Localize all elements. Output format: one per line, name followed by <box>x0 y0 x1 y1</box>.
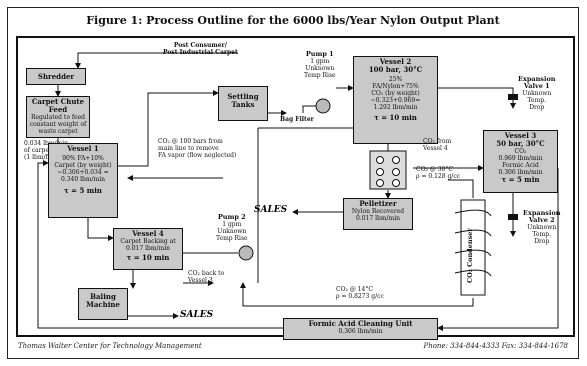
vessel3-box: Vessel 3 50 bar, 30°C CO₂ 0.969 lbm/min … <box>483 130 558 193</box>
valve1-icon <box>508 94 518 100</box>
stream-co2-condenser <box>448 179 474 198</box>
stream-v1-settling <box>118 90 219 167</box>
stream-v2-v3 <box>438 87 516 109</box>
stream-co2-main <box>257 127 353 283</box>
co2-back-label: CO₂ back to Vessel 3 <box>188 270 225 284</box>
pelletizer-box: Pelletizer Nylon Recovered 0.017 lbm/min <box>343 198 413 230</box>
pump2-icon <box>238 245 254 261</box>
stream-v1-v4 <box>87 218 114 241</box>
vessel1-box: Vessel 1 90% FA+10% Carpet (by weight) ~… <box>48 143 118 218</box>
carpet-flow-label: 0.034 lbm/min of carpet (1 lbm/ft³) <box>24 140 69 161</box>
stream-fa-return <box>37 160 283 329</box>
settling-tanks-box: Settling Tanks <box>218 86 268 121</box>
co2-30c-label: CO₂ @ 30°C ρ = 0.128 g/cc <box>416 166 461 180</box>
vessel4-box: Vessel 4 Carpet Backing at 0.017 lbm/min… <box>113 228 183 270</box>
stream-fa-cleaning <box>437 168 559 331</box>
shredder-box: Shredder <box>26 68 86 85</box>
footer-contact: Phone: 334-844-4333 Fax: 334-844-1678 <box>423 342 568 350</box>
co2-14c-label: CO₂ @ 14°C ρ = 0.8273 g/cc <box>336 286 384 300</box>
sales-pellet-label: SALES <box>254 205 288 215</box>
baling-machine-box: Baling Machine <box>78 288 128 320</box>
valve1-label: Expansion Valve 1 Unknown Temp. Drop <box>518 75 556 112</box>
pump2-label: Pump 2 1 gpm Unknown Temp Rise <box>216 213 248 243</box>
input-label: Post Consumer/ Post Industrial Carpet <box>163 42 238 56</box>
pump1-label: Pump 1 1 gpm Unknown Temp Rise <box>304 50 336 80</box>
condenser-label: CO₂ Condenser <box>466 228 474 283</box>
fa-cleaning-box: Formic Acid Cleaning Unit 0.306 lbm/min <box>283 318 438 340</box>
figure-frame: Figure 1: Process Outline for the 6000 l… <box>7 7 579 359</box>
stream-carpet-in <box>75 52 238 69</box>
footer-organization: Thomas Walter Center for Technology Mana… <box>18 342 202 350</box>
co2-from-v4-label: CO₂ from Vessel 4 <box>423 138 452 152</box>
carpet-feed-box: Carpet Chute Feed Regulated to feed cons… <box>26 96 90 138</box>
co2-100bar-label: CO₂ @ 100 bars from main line to remove … <box>158 138 237 159</box>
figure-title: Figure 1: Process Outline for the 6000 l… <box>86 14 500 27</box>
sales-baling-label: SALES <box>180 310 214 320</box>
process-diagram: Post Consumer/ Post Industrial Carpet Sh… <box>16 36 575 340</box>
valve2-label: Expansion Valve 2 Unknown Temp. Drop <box>523 209 561 246</box>
condenser-icon <box>460 199 486 296</box>
pump1-icon <box>315 98 331 114</box>
stream-co2-return <box>240 282 474 307</box>
bag-filter-label: Bag Filter <box>280 116 314 123</box>
flow-lines <box>37 52 559 331</box>
valve2-icon <box>508 214 518 220</box>
mixer-icon <box>369 150 407 190</box>
vessel2-box: Vessel 2 100 bar, 30°C 25% FA/Nylon+75% … <box>353 56 438 144</box>
stream-filter-pump1 <box>302 105 316 113</box>
